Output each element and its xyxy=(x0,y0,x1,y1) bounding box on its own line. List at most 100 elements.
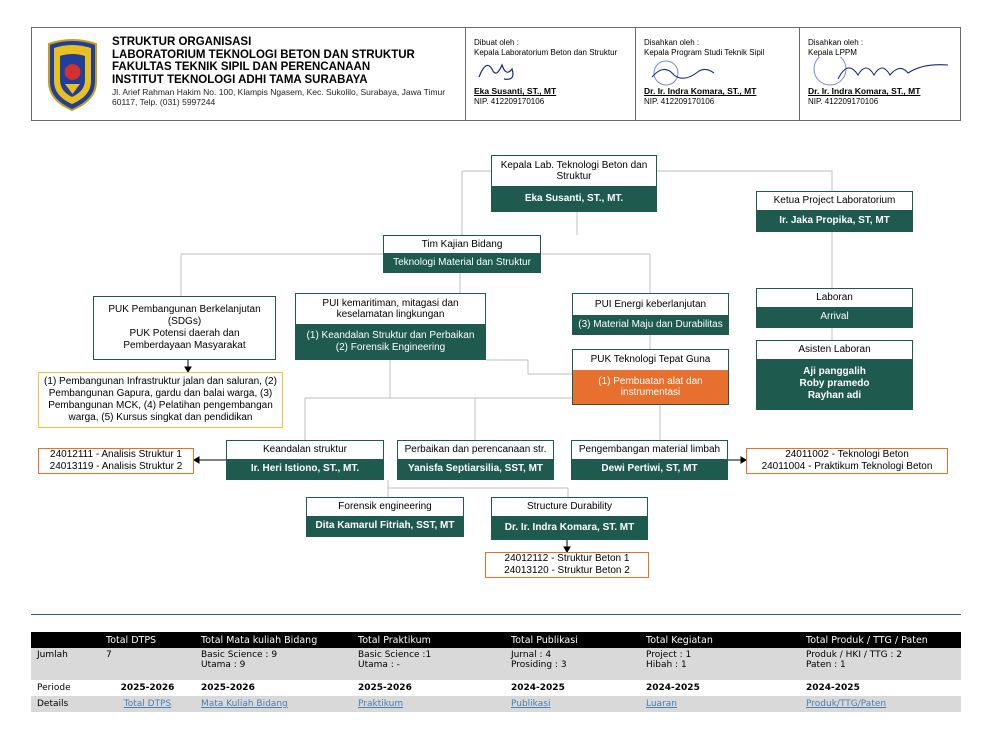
sig2-nip: NIP. 412209170106 xyxy=(644,96,715,106)
forensik-label: Forensik engineering xyxy=(307,498,463,516)
org-chart: Kepala Lab. Teknologi Beton dan Struktur… xyxy=(38,155,948,578)
pui-maritim-box: PUI kemaritiman, mitagasi dan keselamata… xyxy=(295,293,486,360)
pui-maritim-program-2: (2) Forensik Engineering xyxy=(335,341,446,353)
signature-mark-1 xyxy=(474,57,629,87)
institution-title-4: INSTITUT TEKNOLOGI ADHI TAMA SURABAYA xyxy=(112,73,368,86)
section-divider xyxy=(31,614,961,615)
pengembangan-box: Pengembangan material limbah Dewi Pertiw… xyxy=(571,440,728,480)
institution-title-1: STRUKTUR ORGANISASI xyxy=(112,36,252,48)
pui-maritim-programs: (1) Keandalan Struktur dan Perbaikan (2)… xyxy=(296,324,485,359)
course-durability-2: 24013120 - Struktur Beton 2 xyxy=(504,565,630,576)
link-total-dtps[interactable]: Total DTPS xyxy=(100,696,195,712)
pui-energi-name: (3) Material Maju dan Durabilitas xyxy=(573,315,728,334)
course-right-1: 24011002 - Teknologi Beton xyxy=(785,449,909,460)
institution-logo xyxy=(48,39,97,112)
sig2-role1: Disahkan oleh : xyxy=(644,38,700,47)
row-label: Details xyxy=(31,696,100,712)
asisten-names: Aji panggalih Roby pramedo Rayhan adi xyxy=(757,359,912,409)
signature-mark-2 xyxy=(644,57,793,87)
perbaikan-name: Yanisfa Septiarsilia, SST, MT xyxy=(398,459,553,479)
sig3-name: Dr. Ir. Indra Komara, ST., MT xyxy=(808,86,921,96)
table-header-cell: Total Mata kuliah Bidang xyxy=(195,632,352,648)
pui-energi-label: PUI Energi keberlanjutan xyxy=(573,294,728,315)
puk-pembangunan-line-1: PUK Pembangunan Berkelanjutan xyxy=(108,304,261,315)
institution-title-2: LABORATORIUM TEKNOLOGI BETON DAN STRUKTU… xyxy=(112,48,415,61)
institution-block: STRUKTUR ORGANISASI LABORATORIUM TEKNOLO… xyxy=(32,28,467,120)
pengembangan-name: Dewi Pertiwi, ST, MT xyxy=(572,459,727,479)
table-cell: 2024-2025 xyxy=(640,680,800,696)
puk-ttg-box: PUK Teknologi Tepat Guna (1) Pembuatan a… xyxy=(572,349,729,405)
row-label: Jumlah xyxy=(31,648,100,680)
table-header-cell: Total Praktikum xyxy=(352,632,505,648)
course-durability-1: 24012112 - Struktur Beton 1 xyxy=(504,553,630,564)
link-produk-ttg-paten[interactable]: Produk/TTG/Paten xyxy=(800,696,961,712)
signature-block-3: Disahkan oleh : Kepala LPPM Dr. Ir. Indr… xyxy=(799,28,962,120)
signature-block-2: Disahkan oleh : Kepala Program Studi Tek… xyxy=(635,28,799,120)
institution-title-3: FAKULTAS TEKNIK SIPIL DAN PERENCANAAN xyxy=(112,61,371,73)
course-left-1: 24012111 - Analisis Struktur 1 xyxy=(50,449,182,460)
tim-kajian-name: Teknologi Material dan Struktur xyxy=(384,253,540,272)
perbaikan-label: Perbaikan dan perencanaan str. xyxy=(398,441,553,459)
row-label: Periode xyxy=(31,680,100,696)
ketua-project-label: Ketua Project Laboratorium xyxy=(757,192,912,210)
table-cell: 2025-2026 xyxy=(352,680,505,696)
puk-pembangunan-box: PUK Pembangunan Berkelanjutan (SDGs) PUK… xyxy=(93,296,276,360)
durability-label: Structure Durability xyxy=(492,498,647,516)
table-header-row: Total DTPS Total Mata kuliah Bidang Tota… xyxy=(31,632,961,648)
sig1-nip: NIP. 412209170106 xyxy=(474,96,545,106)
institution-address: Jl. Arief Rahman Hakim No. 100, Klampis … xyxy=(112,87,446,107)
table-cell: 2024-2025 xyxy=(800,680,961,696)
kepala-lab-name: Eka Susanti, ST., MT. xyxy=(492,186,656,212)
sig3-role2: Kepala LPPM xyxy=(808,47,857,57)
table-cell: 2025-2026 xyxy=(100,680,195,696)
course-right-2: 24011004 - Praktikum Teknologi Beton xyxy=(761,461,933,472)
asisten-label: Asisten Laboran xyxy=(757,341,912,359)
table-header-cell xyxy=(31,632,100,648)
durability-box: Structure Durability Dr. Ir. Indra Komar… xyxy=(491,497,648,540)
sig2-role2: Kepala Program Studi Teknik Sipil xyxy=(644,47,765,57)
puk-ttg-name: (1) Pembuatan alat dan instrumentasi xyxy=(573,370,728,404)
sig1-role1: Dibuat oleh : xyxy=(474,38,519,47)
course-left-2: 24013119 - Analisis Struktur 2 xyxy=(49,461,183,472)
durability-name: Dr. Ir. Indra Komara, ST. MT xyxy=(492,516,647,539)
kepala-lab-label: Kepala Lab. Teknologi Beton dan Struktur xyxy=(492,156,656,186)
link-mata-kuliah-bidang[interactable]: Mata Kuliah Bidang xyxy=(195,696,352,712)
table-header-cell: Total Publikasi xyxy=(505,632,640,648)
pengembangan-label: Pengembangan material limbah xyxy=(572,441,727,459)
kepala-lab-box: Kepala Lab. Teknologi Beton dan Struktur… xyxy=(491,155,657,212)
ketua-project-box: Ketua Project Laboratorium Ir. Jaka Prop… xyxy=(756,191,913,232)
link-luaran[interactable]: Luaran xyxy=(640,696,800,712)
keandalan-box: Keandalan struktur Ir. Heri Istiono, ST.… xyxy=(226,440,384,480)
table-header-cell: Total Produk / TTG / Paten xyxy=(800,632,961,648)
pui-energi-box: PUI Energi keberlanjutan (3) Material Ma… xyxy=(572,293,729,335)
summary-table: Total DTPS Total Mata kuliah Bidang Tota… xyxy=(31,632,961,712)
table-cell: 7 xyxy=(100,648,195,680)
puk-pembangunan-note: (1) Pembangunan Infrastruktur jalan dan … xyxy=(38,372,283,428)
puk-pembangunan-line-3: PUK Potensi daerah dan xyxy=(129,328,240,339)
table-header-cell: Total Kegiatan xyxy=(640,632,800,648)
pui-maritim-program-1: (1) Keandalan Struktur dan Perbaikan xyxy=(306,330,475,341)
courses-left-box: 24012111 - Analisis Struktur 1 24013119 … xyxy=(38,448,194,474)
asisten-name-1: Aji panggalih xyxy=(803,366,866,377)
keandalan-name: Ir. Heri Istiono, ST., MT. xyxy=(227,459,383,479)
sig3-role1: Disahkan oleh : xyxy=(808,38,864,47)
ketua-project-name: Ir. Jaka Propika, ST, MT xyxy=(757,210,912,231)
perbaikan-box: Perbaikan dan perencanaan str. Yanisfa S… xyxy=(397,440,554,480)
pui-maritim-label: PUI kemaritiman, mitagasi dan keselamata… xyxy=(296,294,485,324)
forensik-name: Dita Kamarul Fitriah, SST, MT xyxy=(307,516,463,536)
puk-pembangunan-line-4: Pemberdayaan Masyarakat xyxy=(123,340,246,351)
laboran-label: Laboran xyxy=(757,289,912,307)
forensik-box: Forensik engineering Dita Kamarul Fitria… xyxy=(306,497,464,537)
laboran-name: Arrival xyxy=(757,307,912,327)
puk-pembangunan-line-2: (SDGs) xyxy=(167,316,202,327)
laboran-box: Laboran Arrival xyxy=(756,288,913,328)
link-praktikum[interactable]: Praktikum xyxy=(352,696,505,712)
link-publikasi[interactable]: Publikasi xyxy=(505,696,640,712)
courses-right-box: 24011002 - Teknologi Beton 24011004 - Pr… xyxy=(746,448,948,474)
asisten-name-3: Rayhan adi xyxy=(807,390,862,401)
